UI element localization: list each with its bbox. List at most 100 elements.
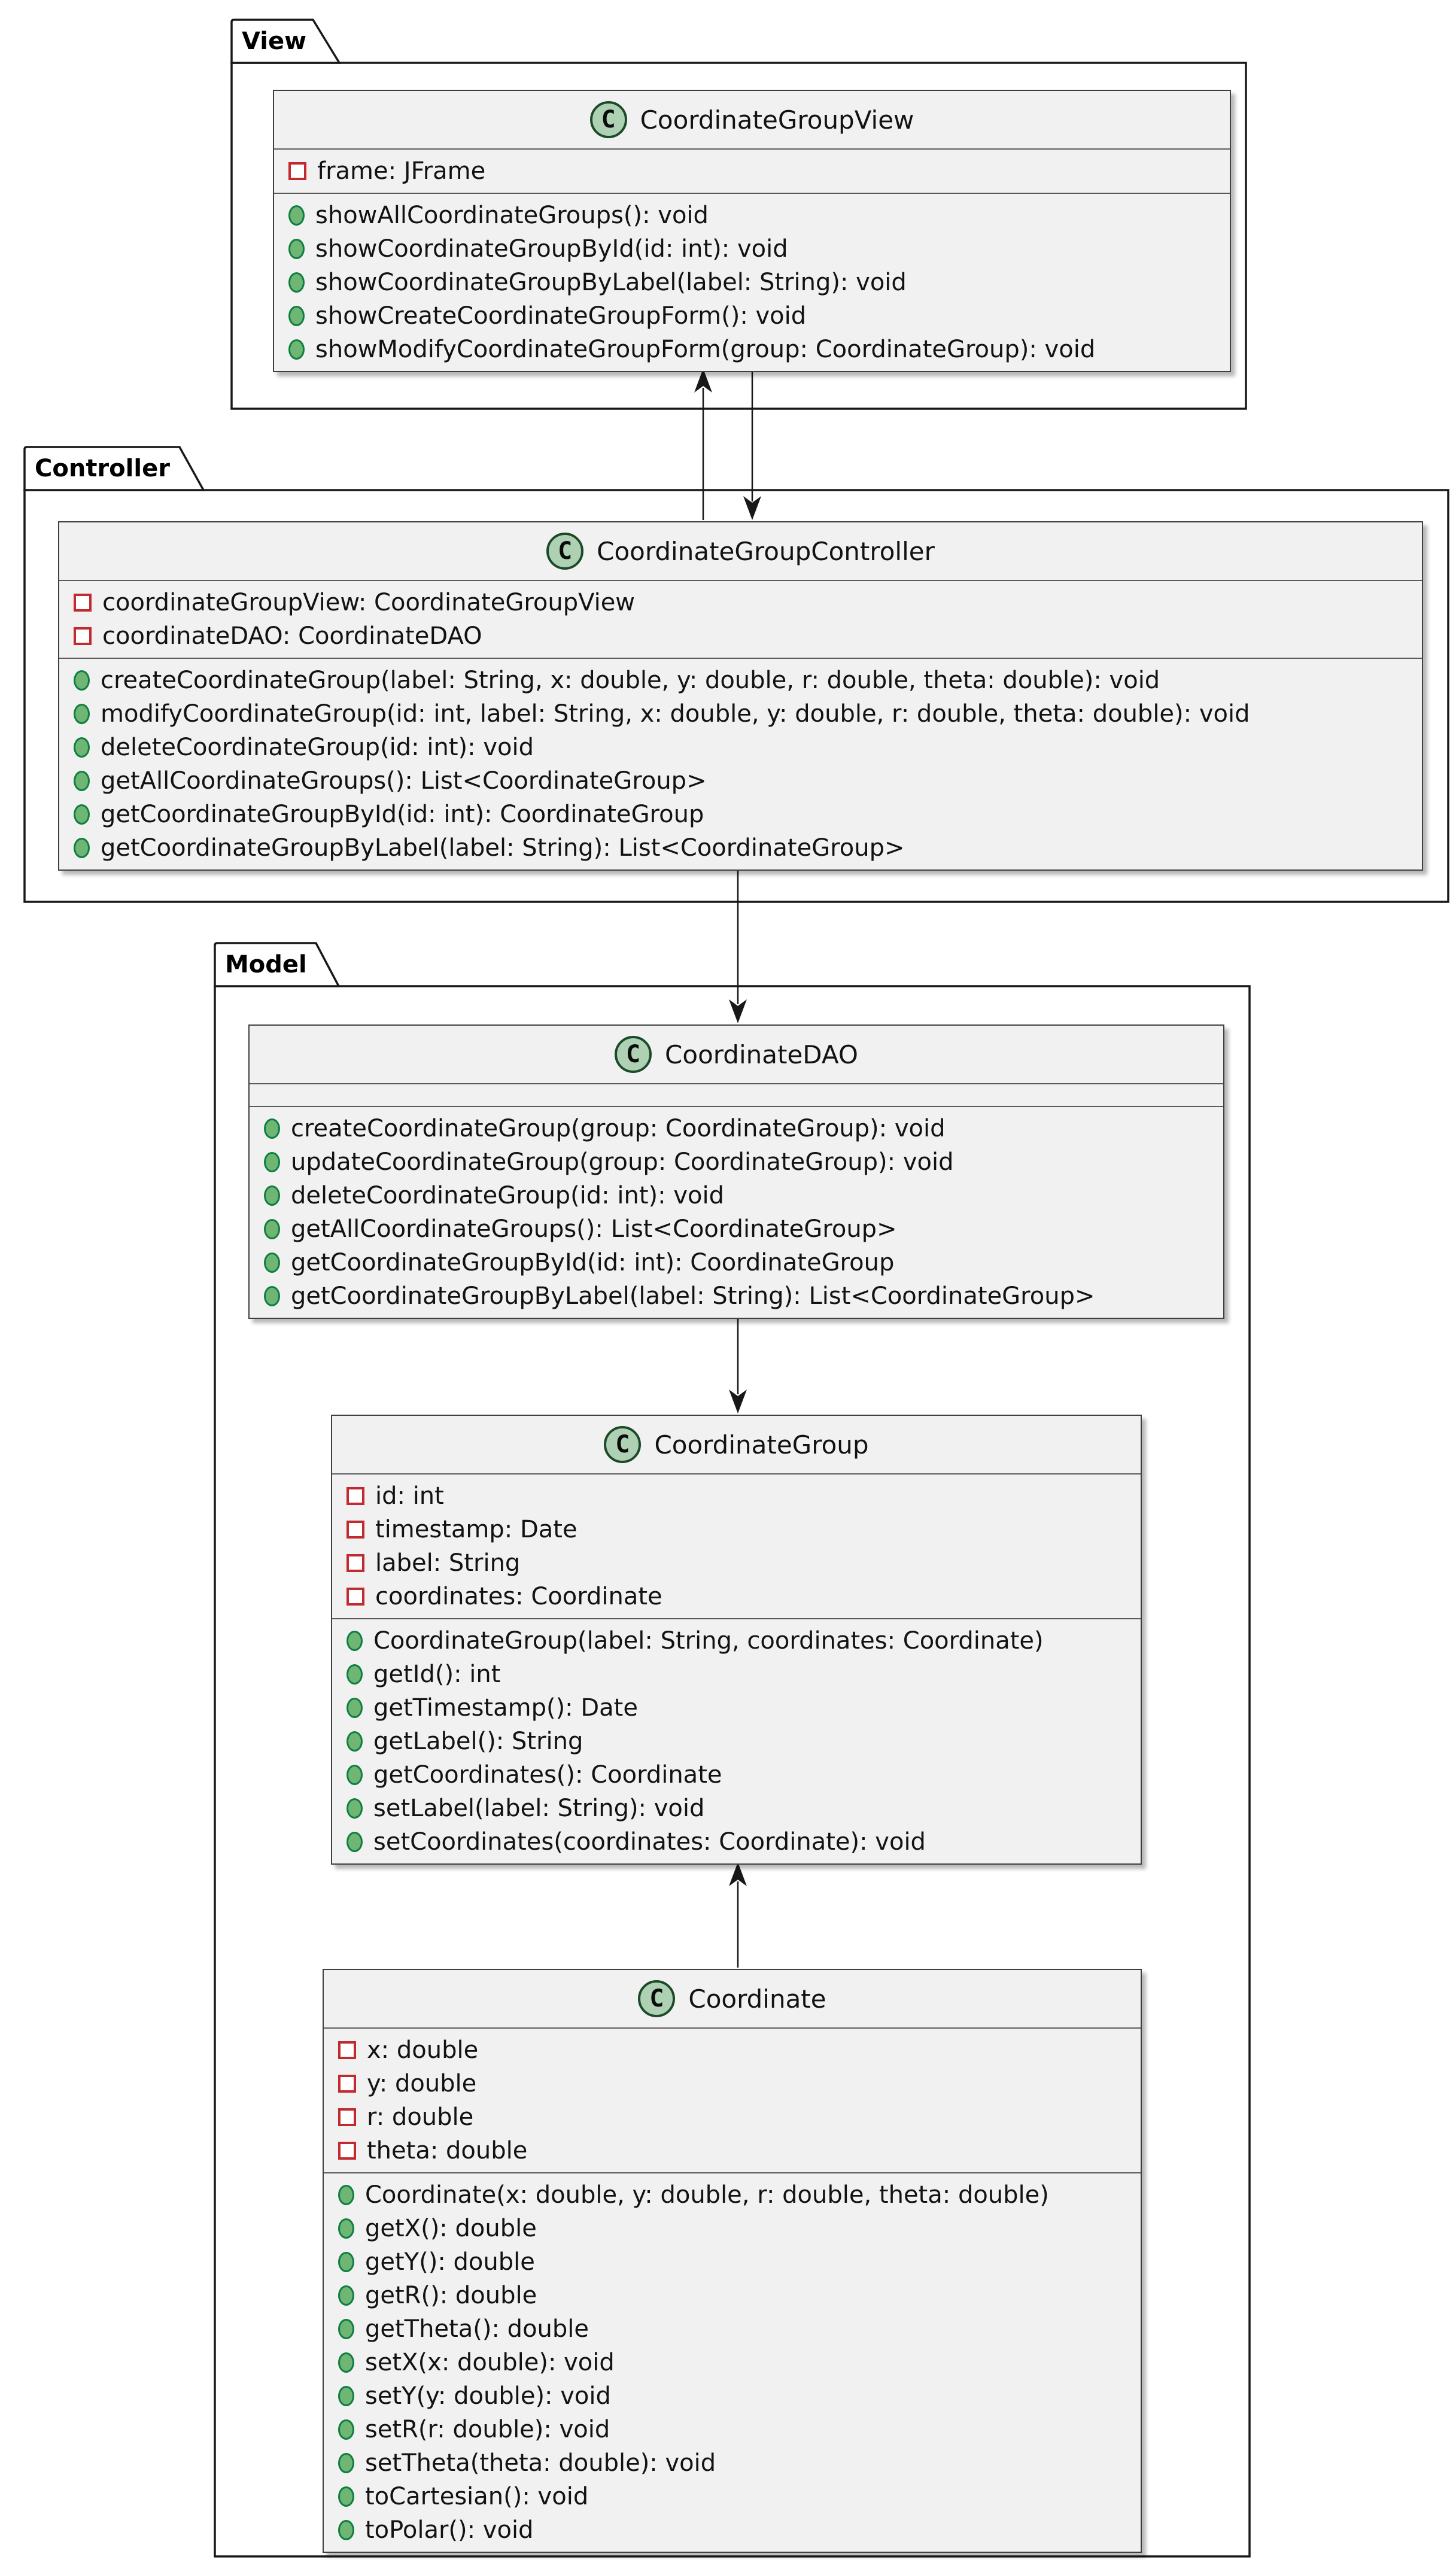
method-row: setTheta(theta: double): void [324,2446,1141,2480]
method-row: getCoordinateGroupById(id: int): Coordin… [59,798,1422,831]
private-field-icon [346,1521,364,1539]
private-field-icon [338,2142,356,2160]
method-row: modifyCoordinateGroup(id: int, label: St… [59,697,1422,731]
method-row: deleteCoordinateGroup(id: int): void [59,731,1422,764]
member-text: createCoordinateGroup(group: CoordinateG… [291,1115,946,1142]
member-text: y: double [367,2070,477,2097]
member-text: getAllCoordinateGroups(): List<Coordinat… [101,767,707,795]
method-row: setR(r: double): void [324,2413,1141,2446]
member-text: getAllCoordinateGroups(): List<Coordinat… [291,1215,897,1243]
attribute-row: r: double [324,2100,1141,2134]
public-method-icon [338,2285,354,2306]
public-method-icon [346,1832,363,1852]
methods-compartment: createCoordinateGroup(group: CoordinateG… [250,1106,1223,1318]
method-row: getId(): int [332,1658,1141,1691]
public-method-icon [346,1698,363,1718]
public-method-icon [346,1798,363,1819]
method-row: createCoordinateGroup(group: CoordinateG… [250,1112,1223,1145]
class-spot-icon: C [638,1980,676,2017]
public-method-icon [74,670,90,691]
public-method-icon [264,1252,280,1273]
method-row: getX(): double [324,2212,1141,2245]
method-row: getY(): double [324,2245,1141,2279]
member-text: getCoordinateGroupByLabel(label: String)… [291,1282,1095,1310]
public-method-icon [74,704,90,724]
class-title: C CoordinateGroupController [59,522,1422,580]
member-text: CoordinateGroup(label: String, coordinat… [373,1627,1044,1655]
member-text: coordinateDAO: CoordinateDAO [102,622,482,650]
public-method-icon [338,2486,354,2507]
methods-compartment: Coordinate(x: double, y: double, r: doub… [324,2172,1141,2552]
method-row: toPolar(): void [324,2513,1141,2547]
member-text: getY(): double [365,2248,535,2276]
private-field-icon [346,1487,364,1505]
private-field-icon [346,1588,364,1606]
attributes-compartment: frame: JFrame [274,148,1230,193]
public-method-icon [288,205,305,226]
member-text: showCreateCoordinateGroupForm(): void [315,302,807,330]
member-text: frame: JFrame [317,157,486,185]
method-row: getCoordinates(): Coordinate [332,1758,1141,1792]
member-text: Coordinate(x: double, y: double, r: doub… [365,2181,1049,2209]
private-field-icon [338,2075,356,2093]
member-text: setLabel(label: String): void [373,1795,705,1822]
public-method-icon [338,2419,354,2440]
attribute-row: coordinateGroupView: CoordinateGroupView [59,586,1422,619]
member-text: deleteCoordinateGroup(id: int): void [291,1182,724,1209]
public-method-icon [338,2185,354,2205]
arrowhead-down-into-dao [729,999,747,1023]
attributes-compartment: coordinateGroupView: CoordinateGroupView… [59,580,1422,658]
method-row: getAllCoordinateGroups(): List<Coordinat… [250,1212,1223,1246]
member-text: theta: double [367,2137,528,2164]
public-method-icon [346,1765,363,1785]
member-text: createCoordinateGroup(label: String, x: … [101,667,1160,694]
package-view-tab [230,19,342,64]
private-field-icon [74,627,92,645]
public-method-icon [338,2386,354,2406]
public-method-icon [338,2218,354,2239]
public-method-icon [346,1664,363,1685]
class-title: C CoordinateGroup [332,1416,1141,1473]
member-text: modifyCoordinateGroup(id: int, label: St… [101,700,1250,728]
method-row: getLabel(): String [332,1725,1141,1758]
package-label-controller: Controller [35,455,170,482]
public-method-icon [264,1185,280,1206]
attribute-row: coordinates: Coordinate [332,1580,1141,1613]
attribute-row: frame: JFrame [274,154,1230,188]
method-row: setX(x: double): void [324,2346,1141,2379]
public-method-icon [346,1731,363,1752]
method-row: getCoordinateGroupByLabel(label: String)… [59,831,1422,865]
method-row: getTimestamp(): Date [332,1691,1141,1725]
method-row: showAllCoordinateGroups(): void [274,199,1230,232]
public-method-icon [338,2252,354,2272]
private-field-icon [346,1554,364,1572]
arrowhead-down-into-controller [743,496,761,520]
method-row: setLabel(label: String): void [332,1792,1141,1825]
method-row: getTheta(): double [324,2312,1141,2346]
attribute-row: label: String [332,1546,1141,1580]
class-title: C Coordinate [324,1970,1141,2027]
arrowhead-up-into-group [729,1862,747,1886]
public-method-icon [74,771,90,791]
method-row: getCoordinateGroupByLabel(label: String)… [250,1279,1223,1313]
public-method-icon [264,1286,280,1306]
class-spot-icon: C [589,101,627,138]
member-text: showCoordinateGroupById(id: int): void [315,235,788,263]
methods-compartment: showAllCoordinateGroups(): void showCoord… [274,193,1230,371]
public-method-icon [264,1219,280,1239]
method-row: Coordinate(x: double, y: double, r: doub… [324,2178,1141,2212]
public-method-icon [338,2352,354,2373]
class-box-coordinate-group-controller: C CoordinateGroupController coordinateGr… [58,521,1423,871]
method-row: showModifyCoordinateGroupForm(group: Coo… [274,333,1230,366]
public-method-icon [288,339,305,360]
class-spot-icon: C [546,533,584,570]
member-text: getCoordinateGroupById(id: int): Coordin… [291,1249,895,1276]
member-text: deleteCoordinateGroup(id: int): void [101,734,534,761]
member-text: updateCoordinateGroup(group: CoordinateG… [291,1148,954,1176]
public-method-icon [338,2453,354,2473]
class-name: CoordinateGroupView [640,105,914,135]
method-row: getR(): double [324,2279,1141,2312]
method-row: updateCoordinateGroup(group: CoordinateG… [250,1145,1223,1179]
